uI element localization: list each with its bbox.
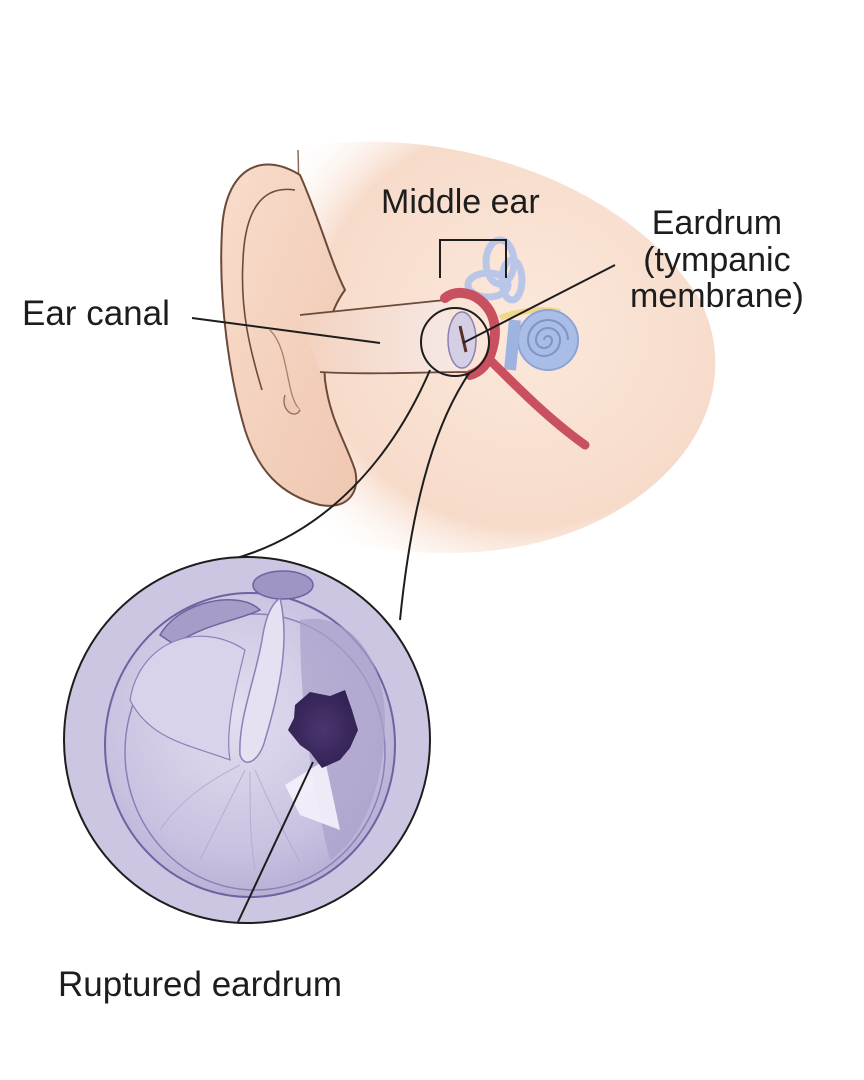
cochlea [504, 309, 579, 371]
zoom-connectors [229, 369, 471, 621]
label-eardrum: Eardrum (tympanic membrane) [630, 204, 804, 316]
eardrum-detail [63, 556, 431, 924]
outer-ear [220, 163, 358, 507]
ear-canal-leader [191, 317, 381, 344]
ruptured-eardrum-leader [237, 761, 314, 923]
leader-lines [191, 239, 616, 923]
eardrum-leader [462, 264, 616, 344]
middle-ear-bracket [439, 239, 507, 278]
label-middle-ear: Middle ear [381, 183, 540, 221]
ear-canal [299, 299, 471, 375]
ossicles-and-eustachian-tube [440, 288, 590, 450]
perforation [288, 690, 358, 768]
eardrum-small [447, 311, 477, 369]
label-ear-canal: Ear canal [22, 294, 170, 333]
magnifier-circle [420, 307, 490, 377]
label-ruptured-eardrum: Ruptured eardrum [58, 965, 343, 1004]
